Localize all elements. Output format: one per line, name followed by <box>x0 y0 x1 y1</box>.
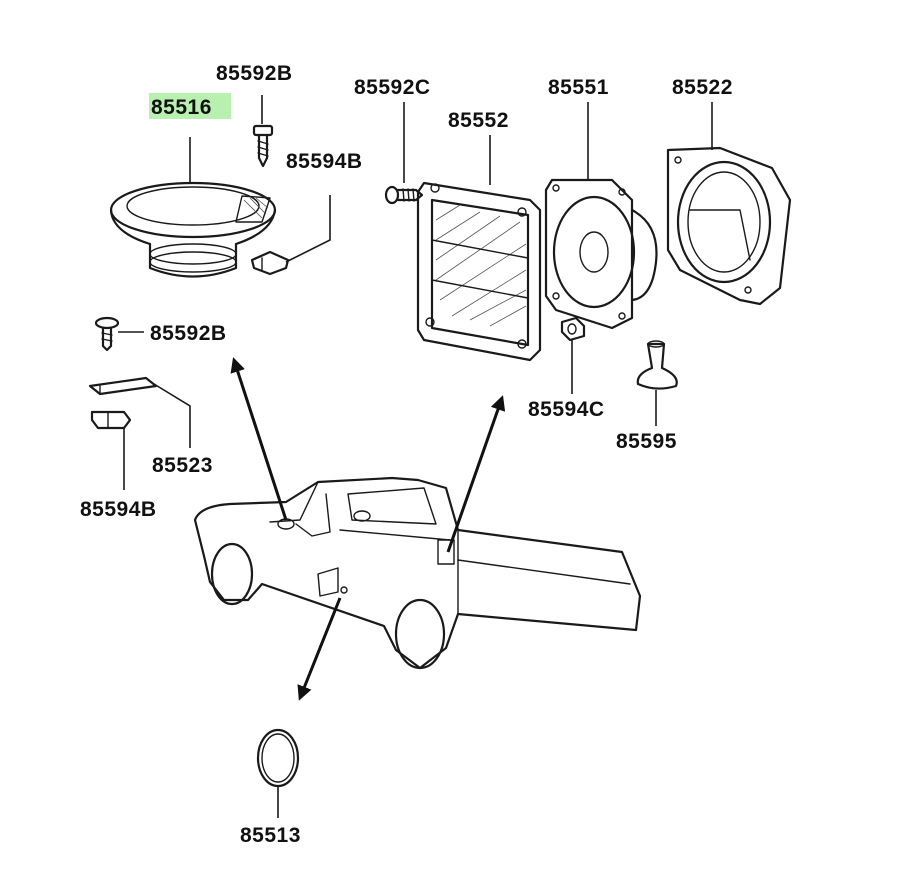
label-85516: 85516 <box>151 96 212 119</box>
label-85592b-mid: 85592B <box>150 322 227 345</box>
grommet-85595[interactable] <box>636 340 678 390</box>
leader-85523 <box>153 383 191 448</box>
speaker-85551[interactable] <box>544 178 658 330</box>
label-85592b-top: 85592B <box>216 62 293 85</box>
label-85594b-top: 85594B <box>286 150 363 173</box>
label-85551: 85551 <box>548 76 609 99</box>
enclosure-85522[interactable] <box>666 146 792 306</box>
label-85513: 85513 <box>240 824 301 847</box>
bracket-85552[interactable] <box>416 181 542 362</box>
clip-85594b-top[interactable] <box>250 250 290 276</box>
truck-outline <box>193 476 642 670</box>
bracket-85523[interactable] <box>88 376 158 396</box>
leader-85594b-top <box>285 195 331 263</box>
label-85552: 85552 <box>448 109 509 132</box>
nut-85594c[interactable] <box>560 316 586 342</box>
arrow-to-door-cover <box>297 597 342 701</box>
label-85592c: 85592C <box>354 76 431 99</box>
highlight-box <box>149 93 231 119</box>
label-85594b-low: 85594B <box>80 498 157 521</box>
clip-85594b-low[interactable] <box>90 410 132 430</box>
arrow-to-rear-speaker <box>446 395 506 553</box>
speaker-85516[interactable] <box>109 181 277 278</box>
label-85595: 85595 <box>616 430 677 453</box>
arrow-to-dash <box>230 357 288 521</box>
label-85594c: 85594C <box>528 398 605 421</box>
label-85523: 85523 <box>152 454 213 477</box>
label-85522: 85522 <box>672 76 733 99</box>
cover-85513[interactable] <box>256 728 300 788</box>
screw-85592b-top[interactable] <box>252 124 274 168</box>
screw-85592b-mid[interactable] <box>94 316 120 352</box>
screw-85592c[interactable] <box>384 185 424 205</box>
